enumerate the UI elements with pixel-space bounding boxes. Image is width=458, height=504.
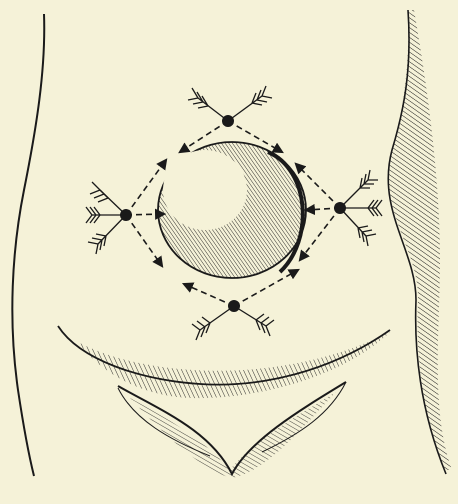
swelling-highlight (163, 150, 247, 230)
left-body-outline (12, 14, 44, 476)
right-body-shading (388, 10, 452, 470)
pubic-shading (130, 392, 336, 478)
